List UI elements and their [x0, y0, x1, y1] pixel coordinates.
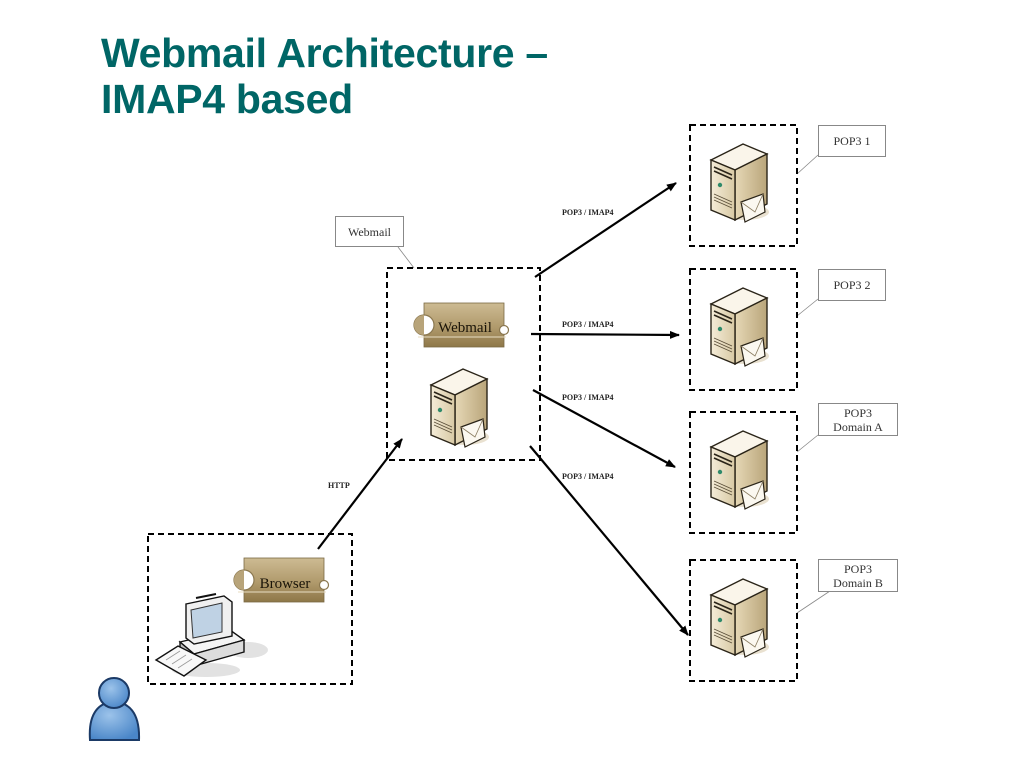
- desktop-computer-icon: [154, 593, 268, 677]
- mail-server-icon: [710, 578, 770, 658]
- webmail-component-label: Webmail: [438, 320, 492, 336]
- webmail-boundary: [386, 267, 541, 461]
- mail-server-icon: [710, 287, 770, 367]
- mail-server-icon: [430, 368, 490, 448]
- edge-webmail-pop3-2: [530, 330, 680, 339]
- pop3-1-callout: POP3 1: [818, 125, 886, 157]
- browser-component: Browser: [233, 557, 330, 603]
- user-icon: [88, 677, 141, 741]
- pop3-2-node: [689, 268, 798, 391]
- edge-label-pop3-1: POP3 / IMAP4: [562, 208, 614, 217]
- slide-title-line-2: IMAP4 based: [101, 76, 353, 122]
- edge-webmail-domain-b: [529, 445, 689, 636]
- client-boundary: [147, 533, 353, 685]
- pop3-2-callout-leader: [796, 298, 819, 317]
- domain-b-callout-line-1: POP3: [843, 561, 872, 576]
- mail-server-icon: [710, 430, 770, 510]
- edge-label-pop3-2: POP3 / IMAP4: [562, 320, 614, 329]
- pop3-2-callout: POP3 2: [818, 269, 886, 301]
- domain-b-callout-line-2: Domain B: [833, 575, 883, 590]
- edge-label-http: HTTP: [328, 481, 350, 490]
- mail-server-icon: [710, 143, 770, 223]
- domain-b-callout: POP3 Domain B: [818, 559, 898, 592]
- pop3-1-node: [689, 124, 798, 247]
- webmail-component: Webmail: [413, 302, 510, 348]
- edge-label-domain-b: POP3 / IMAP4: [562, 472, 614, 481]
- edge-webmail-pop3-1: [534, 182, 677, 278]
- pop3-1-callout-leader: [796, 154, 819, 175]
- pop3-1-callout-text: POP3 1: [833, 134, 871, 148]
- browser-component-label: Browser: [260, 576, 311, 592]
- webmail-callout: Webmail: [335, 216, 404, 247]
- webmail-callout-text: Webmail: [347, 224, 392, 239]
- edge-label-domain-a: POP3 / IMAP4: [562, 393, 614, 402]
- domain-a-callout-leader: [796, 434, 819, 453]
- slide-title: Webmail Architecture – IMAP4 based: [101, 30, 548, 122]
- edge-webmail-domain-a: [532, 389, 676, 468]
- pop3-2-callout-text: POP3 2: [833, 278, 871, 292]
- domain-a-node: [689, 411, 798, 534]
- webmail-callout-leader: [397, 246, 415, 269]
- domain-a-callout-line-2: Domain A: [833, 419, 883, 434]
- domain-a-callout: POP3 Domain A: [818, 403, 898, 436]
- pop3-2-boundary: [689, 268, 798, 391]
- domain-b-node: [689, 559, 798, 682]
- edge-http: [317, 438, 403, 550]
- domain-a-callout-line-1: POP3: [843, 405, 872, 420]
- domain-b-boundary: [689, 559, 798, 682]
- pop3-1-boundary: [689, 124, 798, 247]
- slide-title-line-1: Webmail Architecture –: [101, 30, 548, 76]
- domain-b-callout-leader: [796, 590, 831, 614]
- webmail-node: Webmail: [386, 267, 541, 461]
- domain-a-boundary: [689, 411, 798, 534]
- client-node: Browser: [147, 533, 353, 685]
